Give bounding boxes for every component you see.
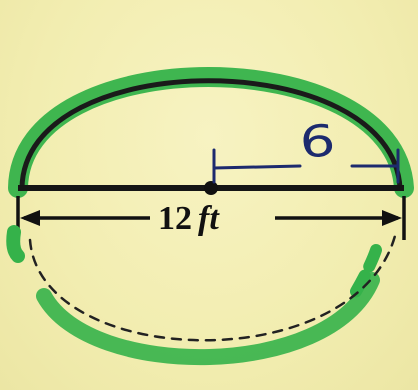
- radius-label: 6: [298, 115, 338, 169]
- center-point: [204, 181, 218, 195]
- lower-arc-highlight-left: [6, 225, 25, 263]
- diameter-unit: ft: [198, 200, 219, 237]
- radius-bracket: [212, 148, 400, 184]
- lower-arc-highlight: [36, 272, 380, 365]
- lower-semicircle-dashed: [28, 230, 398, 342]
- upper-semicircle-arc: [19, 78, 403, 191]
- left-arrowhead: [20, 210, 40, 226]
- right-arrowhead: [382, 210, 402, 226]
- diameter-value: 12: [158, 200, 192, 237]
- dimension-line: [16, 196, 406, 240]
- upper-arc-highlight: [8, 67, 414, 198]
